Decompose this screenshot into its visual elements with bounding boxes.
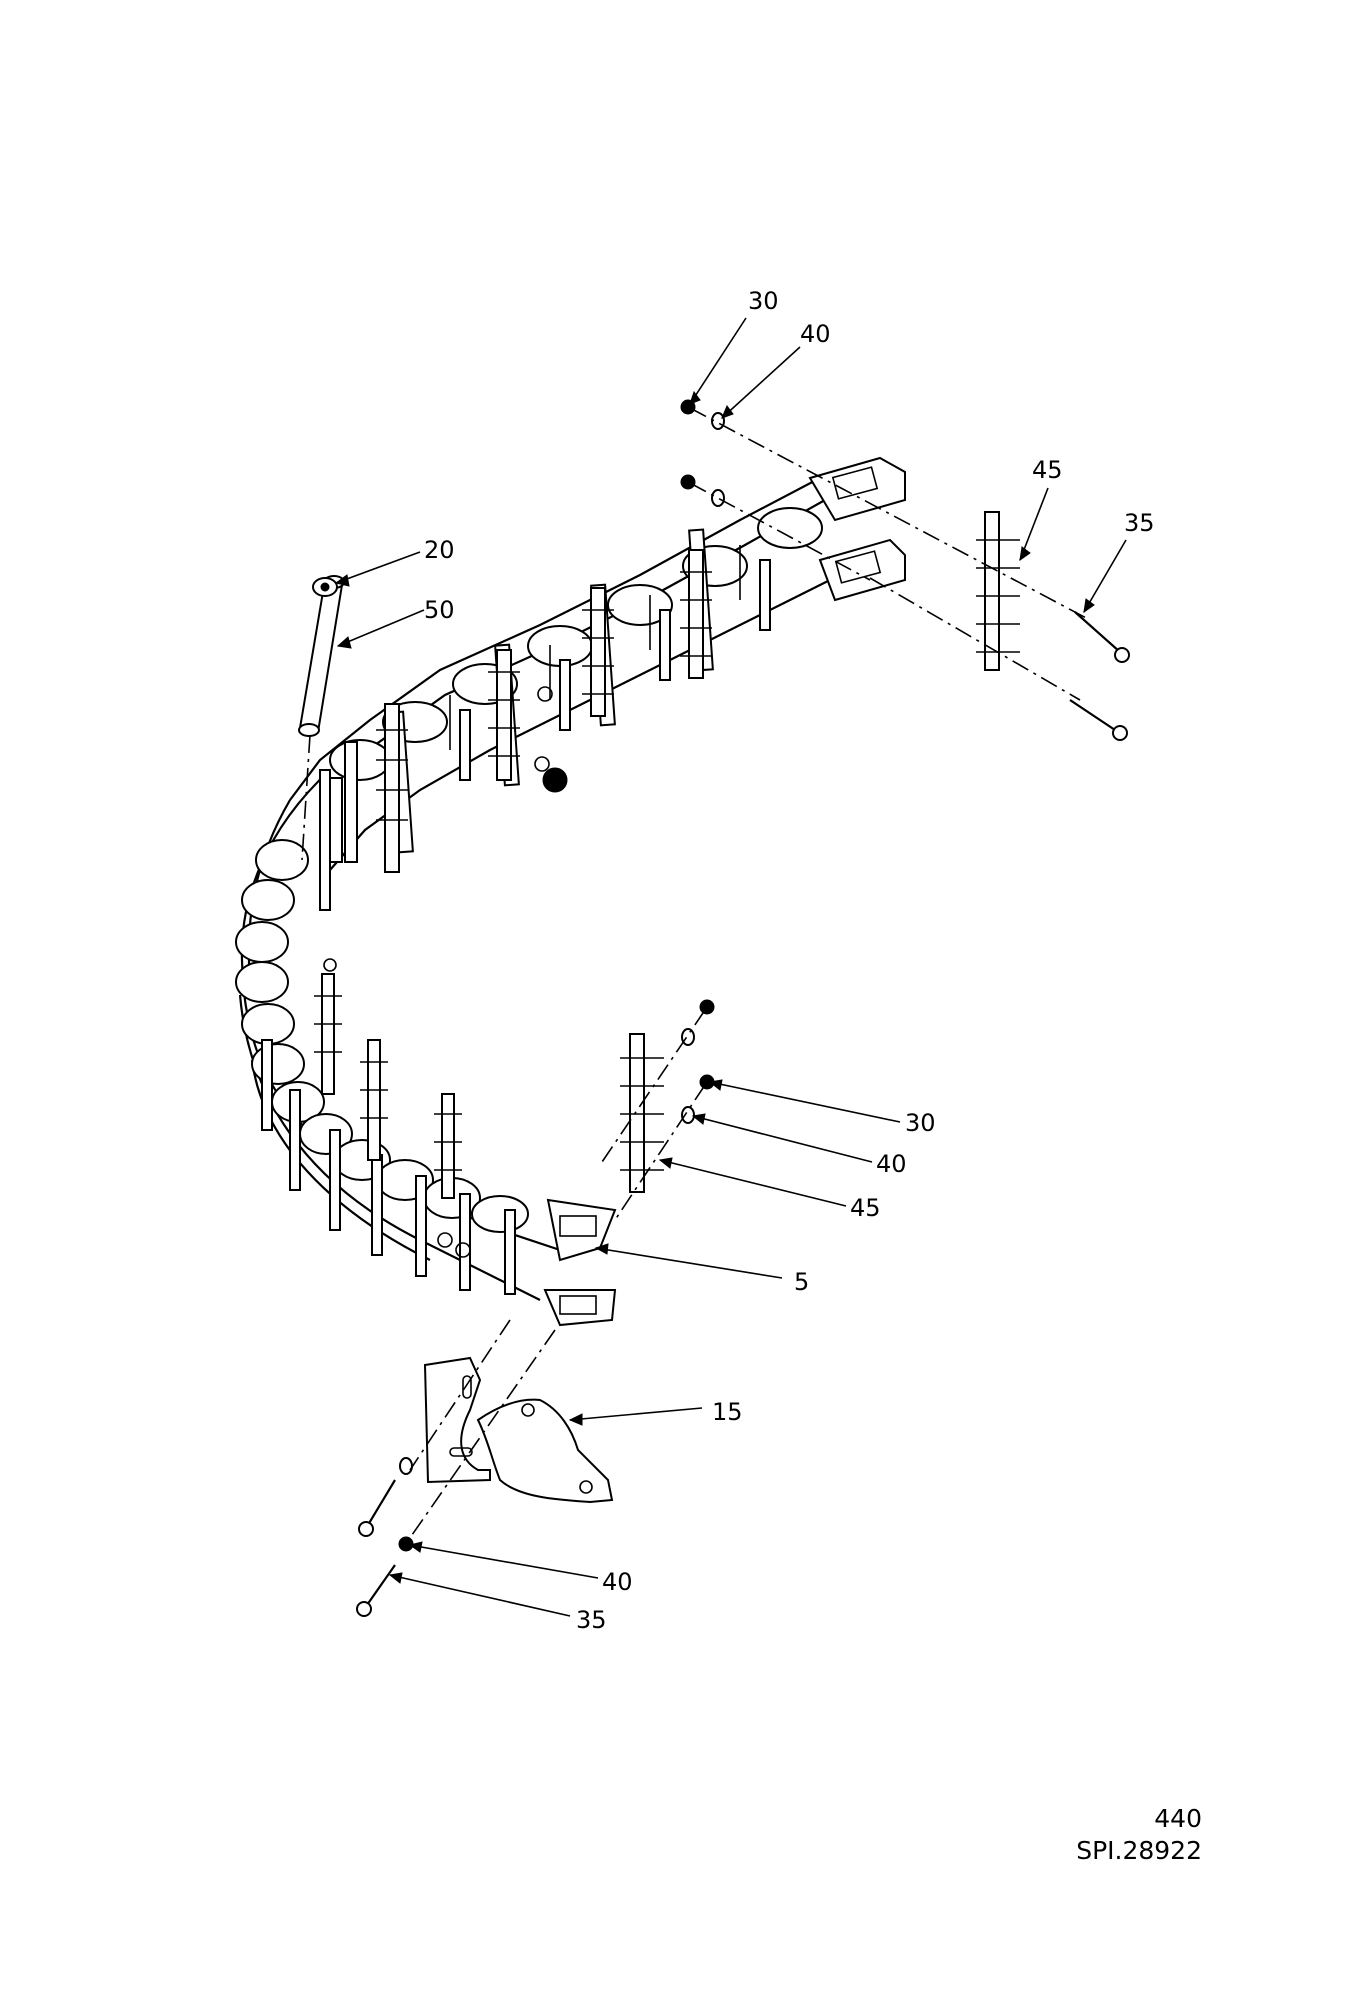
eye-fitting — [312, 577, 338, 597]
cable-chain-lower-arm — [235, 769, 561, 1301]
callout-45-top: 45 — [1032, 456, 1063, 484]
comb-strip — [329, 777, 343, 863]
comb-strip — [680, 549, 712, 679]
callout-30-top: 30 — [748, 287, 779, 315]
drawing-reference-code: SPI.28922 — [1076, 1836, 1202, 1865]
lower-separator-bars — [261, 769, 516, 1295]
callout-40-mid: 40 — [876, 1150, 907, 1178]
callout-30-mid: 30 — [905, 1109, 936, 1137]
comb-strip — [314, 973, 342, 1095]
comb-45-top — [976, 511, 1020, 671]
callout-15: 15 — [712, 1398, 743, 1426]
callout-labels: 30 40 45 35 20 50 30 40 45 5 15 40 35 — [424, 287, 1155, 1634]
callout-20: 20 — [424, 536, 455, 564]
callout-40-top: 40 — [800, 320, 831, 348]
assembly-centerlines — [301, 407, 1091, 1546]
separator-comb-strips — [314, 511, 1020, 1199]
comb-strip — [434, 1093, 462, 1199]
leader-lines — [334, 317, 1127, 1617]
comb-45-mid — [620, 1033, 664, 1193]
comb-strip — [360, 1039, 388, 1161]
mount-tube — [298, 575, 345, 737]
cable-chain-upper-arm — [289, 477, 871, 871]
callout-35-top: 35 — [1124, 509, 1155, 537]
end-bracket-bottom — [543, 1198, 617, 1327]
sheet-number: 440 — [1154, 1804, 1202, 1833]
mounting-bracket — [423, 1356, 614, 1504]
callout-35-bot: 35 — [576, 1606, 607, 1634]
comb-strip — [376, 703, 408, 873]
end-bracket-top — [808, 456, 906, 602]
comb-strip — [582, 587, 614, 717]
upper-separator-bars — [344, 528, 771, 863]
comb-strip — [488, 649, 520, 781]
callout-50: 50 — [424, 596, 455, 624]
callout-40-bot: 40 — [602, 1568, 633, 1596]
callout-45-mid: 45 — [850, 1194, 881, 1222]
bolts — [356, 611, 1130, 1617]
callout-5: 5 — [794, 1268, 809, 1296]
